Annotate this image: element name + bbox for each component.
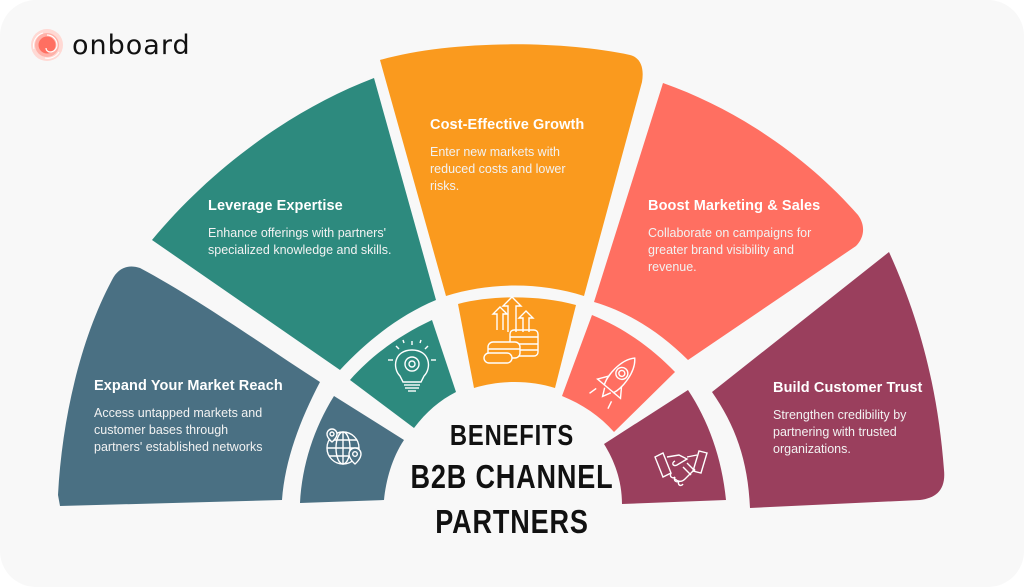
- handshake-icon: [654, 450, 708, 487]
- center-title-line-2: B2B CHANNEL: [410, 458, 614, 495]
- segment-text-boost-marketing-sales: Boost Marketing & Sales Collaborate on c…: [648, 198, 820, 276]
- segment-description: Access untapped markets and customer bas…: [94, 405, 283, 456]
- description-line: customer bases through: [94, 423, 229, 437]
- brand-logo: onboard: [30, 28, 191, 62]
- segment-text-leverage-expertise: Leverage Expertise Enhance offerings wit…: [208, 198, 391, 259]
- description-line: risks.: [430, 179, 460, 193]
- segment-text-cost-effective-growth: Cost-Effective Growth Enter new markets …: [430, 117, 584, 195]
- description-line: Enhance offerings with partners': [208, 226, 386, 240]
- description-line: Enter new markets with: [430, 145, 560, 159]
- segment-description: Enhance offerings with partners' special…: [208, 225, 391, 259]
- description-line: Strengthen credibility by: [773, 408, 907, 422]
- rocket-icon: [589, 357, 636, 410]
- segment-description: Collaborate on campaigns for greater bra…: [648, 225, 820, 276]
- segment-title: Boost Marketing & Sales: [648, 198, 821, 214]
- segment-text-expand-market-reach: Expand Your Market Reach Access untapped…: [94, 378, 283, 456]
- segment-title: Expand Your Market Reach: [94, 378, 283, 394]
- coins-growth-icon: [483, 296, 539, 364]
- spiral-icon: [31, 29, 63, 61]
- description-line: partnering with trusted: [773, 425, 897, 439]
- segment-outer-boost-marketing-sales: [594, 83, 864, 360]
- description-line: reduced costs and lower: [430, 162, 566, 176]
- description-line: greater brand visibility and: [648, 243, 794, 257]
- description-line: revenue.: [648, 260, 697, 274]
- description-line: Access untapped markets and: [94, 406, 263, 420]
- segment-description: Strengthen credibility by partnering wit…: [773, 407, 922, 458]
- segment-outer-build-customer-trust: [712, 252, 945, 508]
- brand-name: onboard: [72, 29, 191, 61]
- description-line: Collaborate on campaigns for: [648, 226, 812, 240]
- segment-title: Leverage Expertise: [208, 198, 343, 214]
- description-line: organizations.: [773, 442, 851, 456]
- lightbulb-gear-icon: [388, 339, 436, 392]
- segment-outer-cost-effective-growth: [380, 44, 643, 297]
- center-title-line-3: PARTNERS: [435, 503, 589, 540]
- segment-title: Cost-Effective Growth: [430, 117, 585, 133]
- segment-inner-leverage-expertise: [350, 320, 456, 428]
- segment-title: Build Customer Trust: [773, 380, 923, 396]
- globe-location-icon: [326, 428, 362, 465]
- segment-outer-leverage-expertise: [152, 78, 436, 370]
- segment-outer-expand-market-reach: [58, 266, 320, 506]
- description-line: partners' established networks: [94, 440, 263, 454]
- segment-description: Enter new markets with reduced costs and…: [430, 144, 584, 195]
- description-line: specialized knowledge and skills.: [208, 243, 392, 257]
- segment-text-build-customer-trust: Build Customer Trust Strengthen credibil…: [773, 380, 922, 458]
- center-title-line-1: BENEFITS: [449, 420, 575, 452]
- segment-inner-build-customer-trust: [604, 390, 726, 504]
